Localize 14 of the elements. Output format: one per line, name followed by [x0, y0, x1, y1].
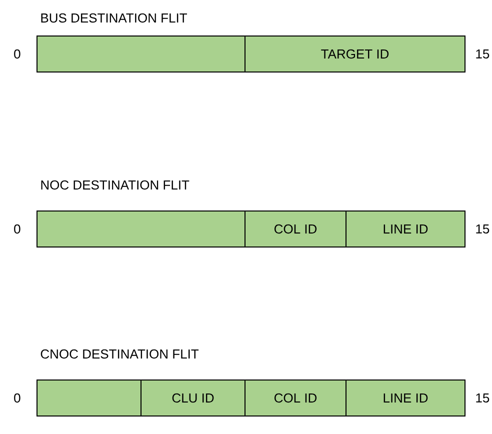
title: NOC DESTINATION FLIT	[41, 180, 190, 190]
field-cell: TARGET ID	[244, 36, 466, 72]
bit-index: 0	[14, 393, 20, 403]
title: CNOC DESTINATION FLIT	[40, 349, 199, 359]
field-cell: COL ID	[244, 380, 346, 416]
field-cell: LINE ID	[346, 210, 466, 248]
bit-index: 0	[14, 224, 20, 234]
field-cell: CLU ID	[140, 380, 246, 416]
bit-index: 0	[14, 49, 20, 59]
field-cell	[36, 36, 246, 72]
field-cell: LINE ID	[346, 380, 466, 416]
field-cell	[36, 380, 142, 416]
title: BUS DESTINATION FLIT	[41, 13, 187, 23]
field-cell: COL ID	[244, 210, 346, 248]
